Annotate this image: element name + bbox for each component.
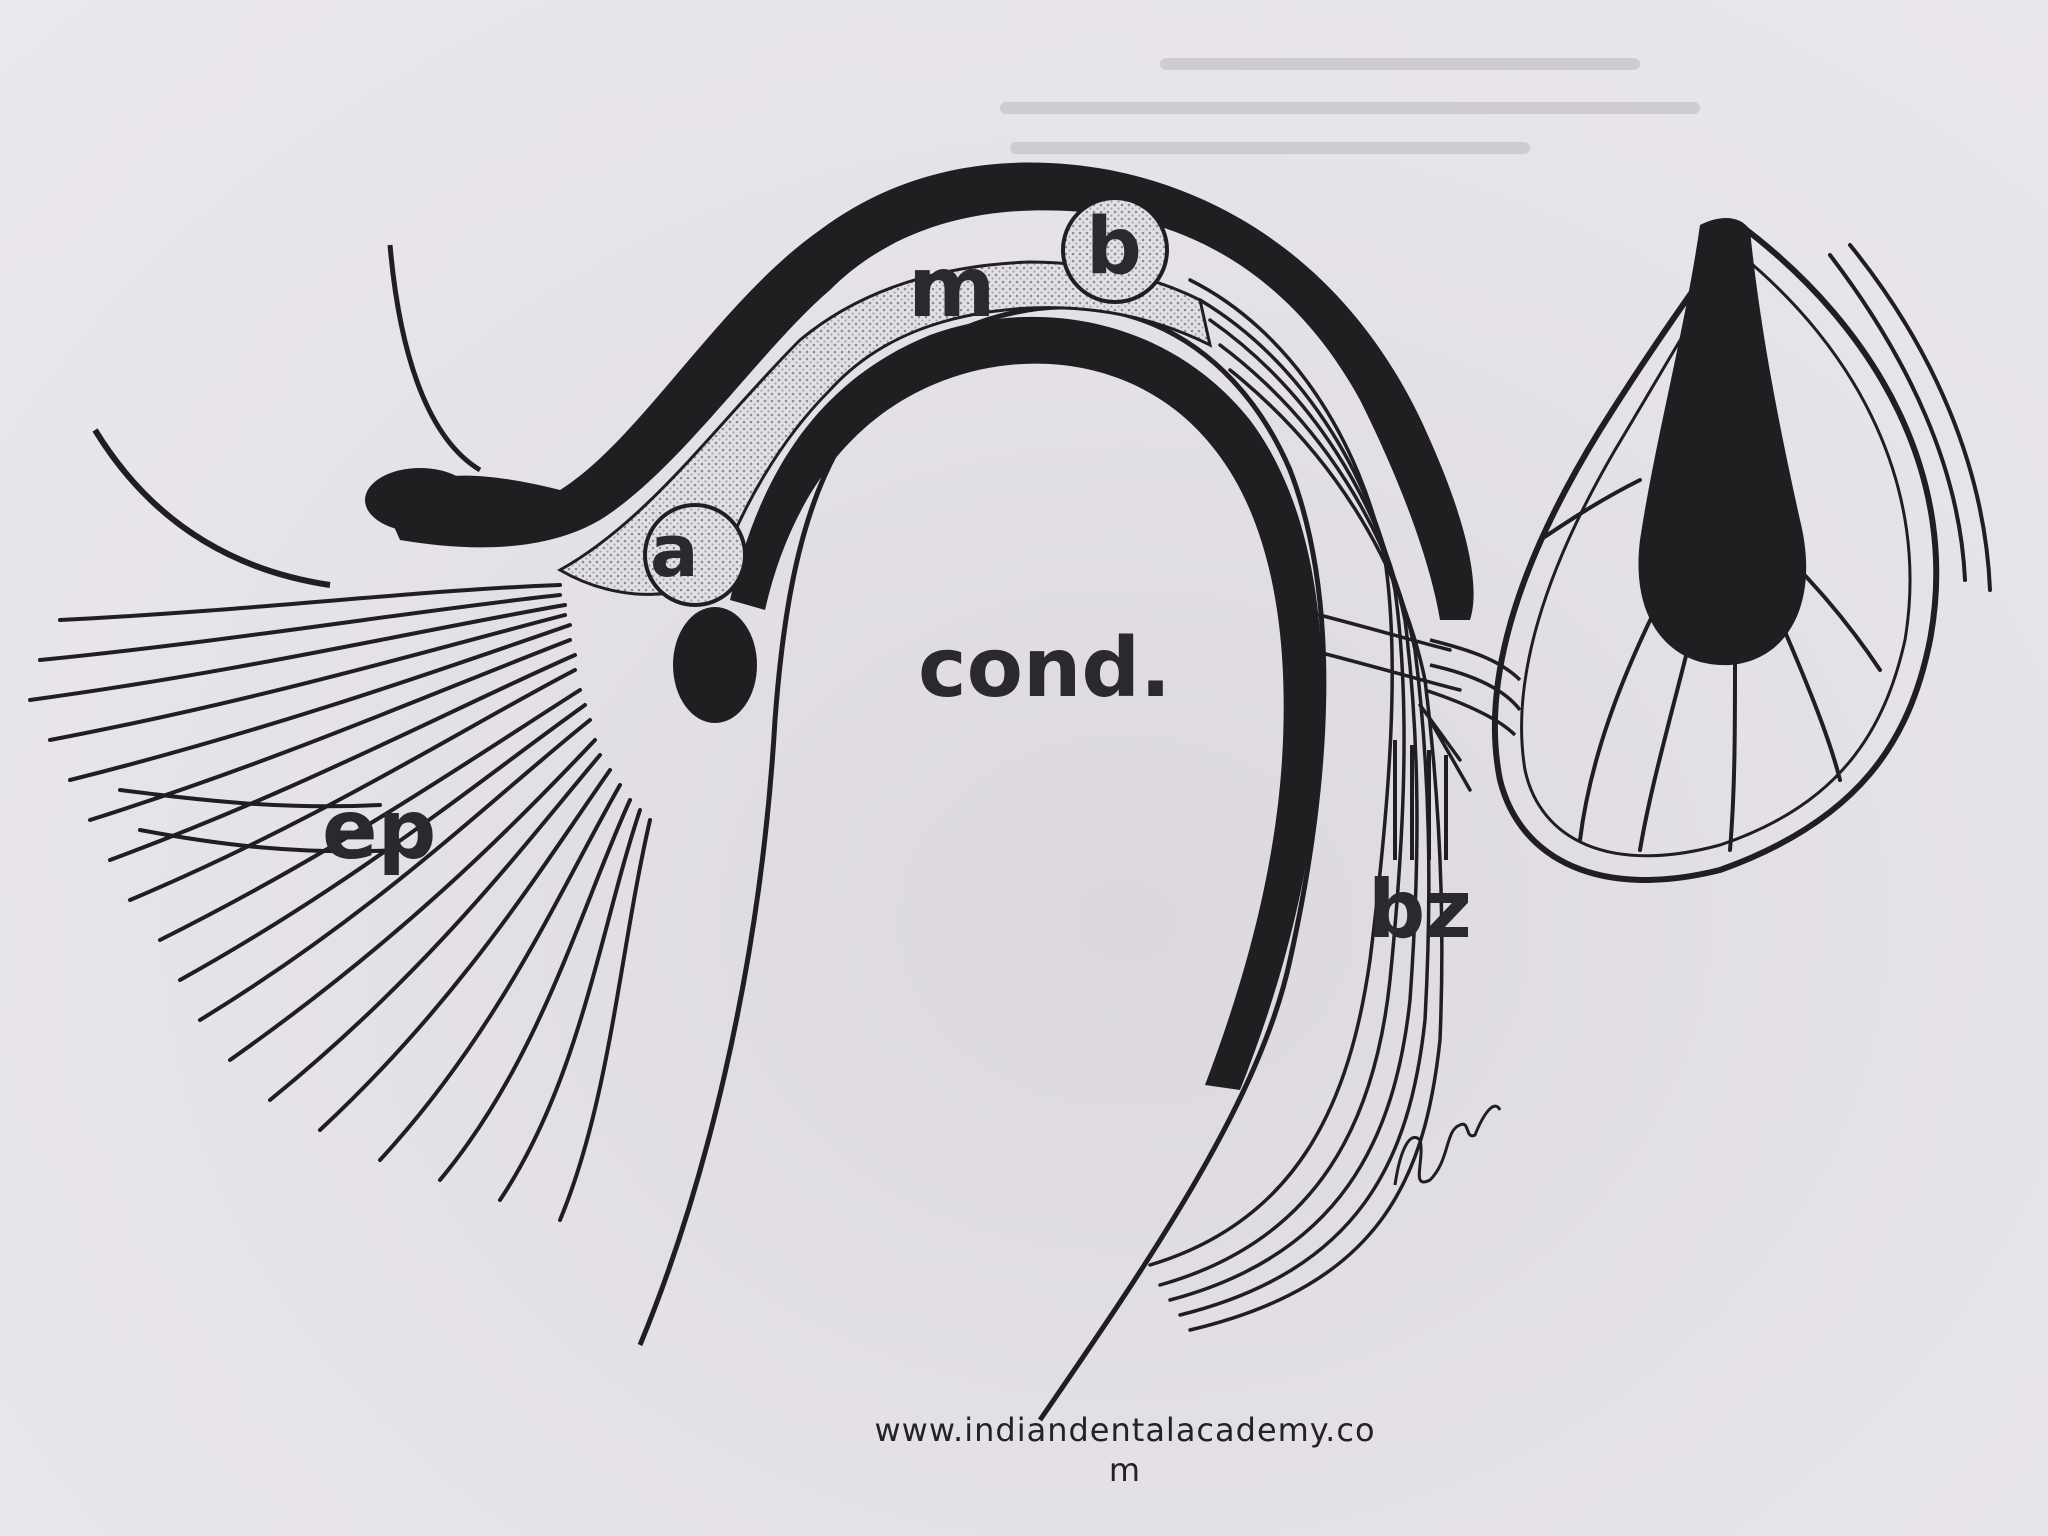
connection-fibers — [1424, 638, 1522, 737]
anterior-blob — [673, 607, 757, 723]
label-bz: bz — [1368, 863, 1472, 956]
watermark-line-2: m — [1108, 1451, 1142, 1489]
label-a: a — [650, 509, 699, 593]
label-b: b — [1086, 202, 1142, 292]
artist-signature — [1393, 1104, 1502, 1186]
posterior-blob — [365, 468, 475, 532]
ep-fibers — [28, 583, 652, 1222]
label-cond: cond. — [918, 621, 1172, 716]
bz-fibers — [1148, 278, 1472, 1332]
drop-core — [1638, 218, 1807, 666]
fossa-band — [380, 162, 1474, 620]
label-m: m — [908, 238, 996, 336]
drop-outline-inner — [1520, 247, 1912, 858]
watermark: www.indiandentalacademy.co m — [820, 1410, 1430, 1490]
watermark-line-1: www.indiandentalacademy.co — [874, 1411, 1376, 1449]
label-ep: ep — [322, 783, 437, 878]
condyle-cap — [730, 316, 1323, 1090]
bz-hatching — [1393, 740, 1448, 860]
fossa-outline — [387, 244, 482, 473]
ghost-text — [1000, 58, 1700, 154]
circle-a — [643, 503, 747, 607]
drop-side-lines — [1828, 243, 1992, 592]
drop-roots — [1538, 478, 1882, 852]
eminence-curve — [92, 428, 331, 588]
circle-b — [1061, 196, 1169, 304]
drop-outline-outer — [1491, 220, 1940, 883]
